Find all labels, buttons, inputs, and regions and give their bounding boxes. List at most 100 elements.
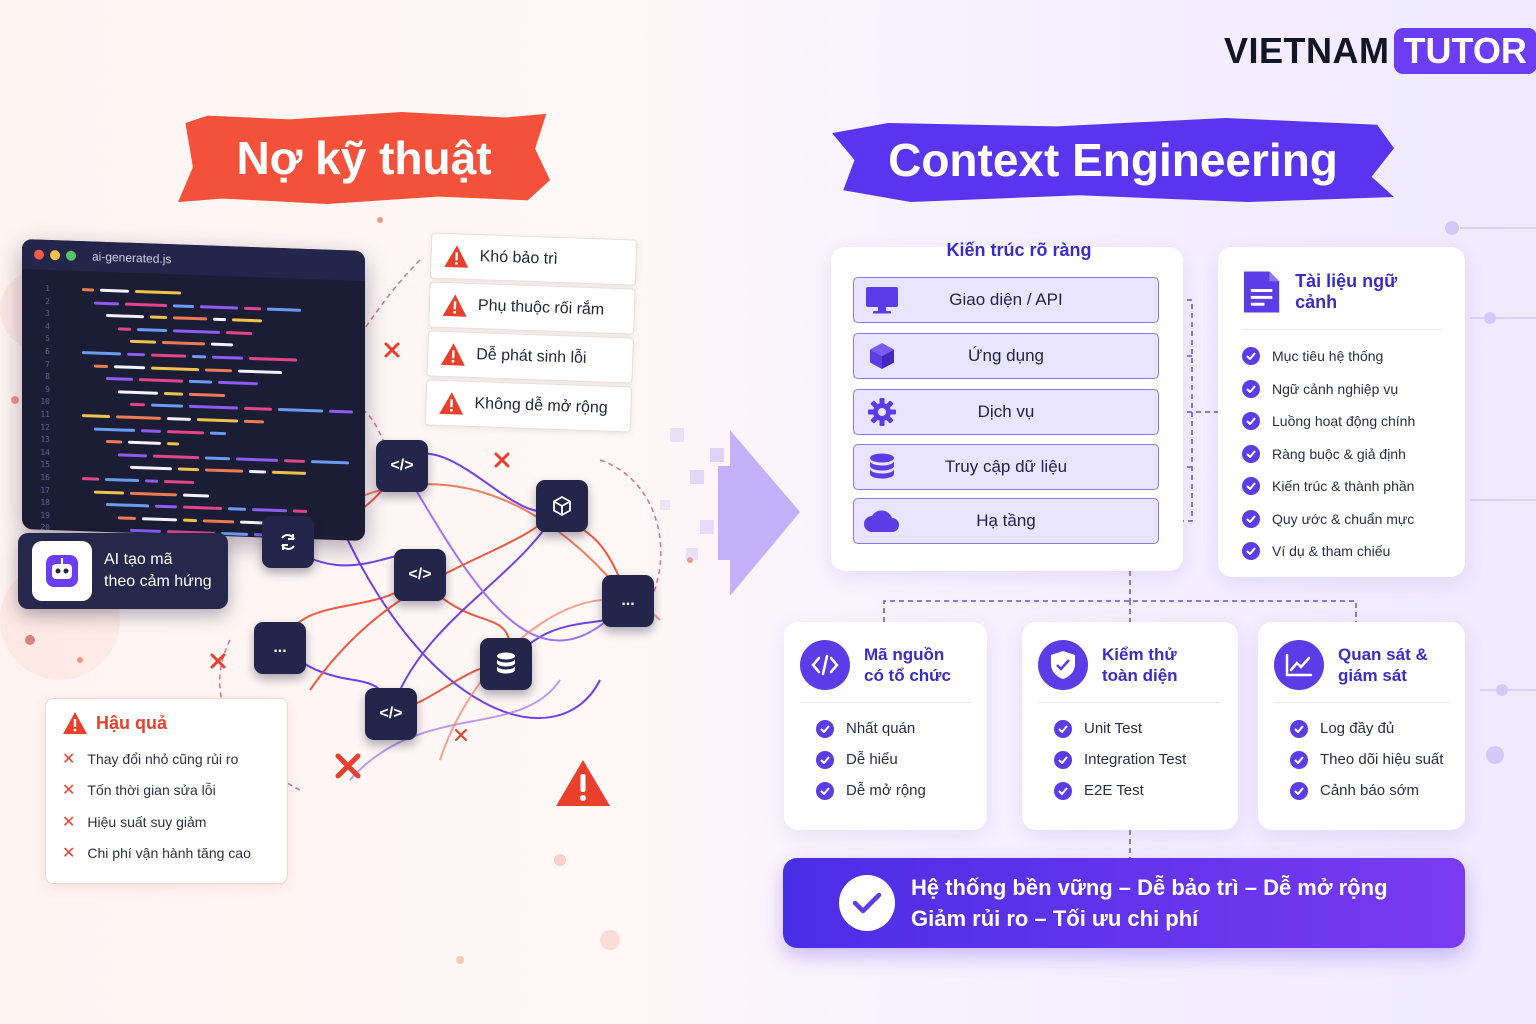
docs-item: Ràng buộc & giả định [1242, 438, 1441, 471]
ellipsis-node: ... [254, 622, 306, 674]
line-number: 12 [40, 422, 50, 432]
loop-node [262, 516, 314, 568]
warning-icon [440, 343, 465, 366]
warning-label: Khó bảo trì [479, 248, 559, 268]
check-icon [1290, 781, 1308, 800]
line-number: 17 [40, 485, 50, 495]
left-title: Nợ kỹ thuật [178, 112, 550, 204]
code-node: </> [394, 549, 446, 601]
database-icon [497, 652, 515, 674]
check-icon [1242, 509, 1260, 528]
logo-text-part2: TUTOR [1393, 28, 1536, 74]
line-number: 9 [45, 384, 50, 394]
warning-icon [63, 712, 87, 734]
cube-node [536, 480, 588, 532]
layer-label: Ứng dụng [968, 346, 1044, 365]
feature-item: Nhất quán [800, 713, 971, 744]
warning-item: Khó bảo trì [429, 232, 638, 286]
code-line: 13 [34, 435, 179, 449]
feature-item: Dễ mở rộng [800, 775, 971, 806]
cube-icon [553, 495, 571, 517]
layer-label: Truy cập dữ liệu [944, 457, 1068, 476]
layer-application: Ứng dụng [853, 333, 1159, 379]
line-number: 8 [45, 372, 50, 382]
x-icon: ✕ [62, 845, 76, 863]
warning-label: Không dễ mở rộng [474, 395, 609, 417]
layer-label: Hạ tầng [976, 511, 1036, 530]
x-icon: ✕ [62, 782, 76, 800]
docs-item-label: Ràng buộc & giả định [1272, 445, 1406, 462]
editor-filename: ai-generated.js [92, 249, 172, 267]
check-icon [1290, 719, 1308, 738]
gear-icon [868, 398, 896, 426]
code-line: 1 [34, 283, 181, 297]
check-icon [1290, 750, 1308, 769]
docs-item: Ví dụ & tham chiếu [1242, 535, 1441, 568]
feature-card-observability: Quan sát &giám sát Log đầy đủ Theo dõi h… [1258, 622, 1465, 830]
check-icon [1242, 412, 1260, 431]
close-dot-icon [34, 249, 44, 260]
monitor-icon [866, 287, 898, 314]
feature-item-label: Unit Test [1084, 720, 1143, 737]
code-node: </> [365, 688, 417, 740]
feature-item: Unit Test [1038, 713, 1222, 744]
layer-data-access: Truy cập dữ liệu [853, 444, 1159, 490]
ai-generated-card: AI tạo mã theo cảm hứng [18, 533, 228, 609]
line-number: 2 [45, 296, 50, 306]
line-number: 1 [45, 283, 50, 293]
refresh-icon [281, 534, 295, 550]
vietnamtutor-logo: VIETNAM TUTOR [1224, 28, 1536, 74]
cloud-icon [864, 510, 899, 532]
docs-item-label: Ngữ cảnh nghiệp vụ [1272, 380, 1399, 397]
feature-item-label: E2E Test [1084, 782, 1144, 799]
line-number: 4 [45, 321, 50, 331]
consequences-box: Hậu quả ✕Thay đổi nhỏ cũng rủi ro ✕Tốn t… [45, 698, 288, 884]
feature-title-line2: có tổ chức [864, 666, 951, 685]
docs-item-label: Kiến trúc & thành phần [1272, 478, 1415, 495]
maximize-dot-icon [66, 250, 76, 261]
chart-icon [1274, 640, 1324, 690]
line-number: 19 [40, 510, 50, 520]
code-icon [800, 640, 850, 690]
ellipsis-node: ... [602, 575, 654, 627]
warning-label: Phụ thuộc rối rắm [477, 297, 605, 319]
docs-title: Tài liệu ngữ cảnh [1295, 271, 1398, 312]
line-number: 6 [45, 346, 50, 356]
robot-icon [32, 541, 92, 601]
line-number: 14 [40, 447, 50, 457]
warnings-list: Khó bảo trì Phụ thuộc rối rắm Dễ phát si… [424, 232, 638, 435]
docs-item-label: Quy ước & chuẩn mực [1272, 510, 1415, 527]
check-icon [1242, 379, 1260, 398]
line-number: 3 [45, 309, 50, 319]
warning-icon [442, 294, 467, 317]
consequence-item: ✕Thay đổi nhỏ cũng rủi ro [62, 743, 271, 775]
line-number: 18 [40, 497, 50, 508]
feature-item-label: Integration Test [1084, 751, 1187, 768]
feature-item: Log đầy đủ [1274, 713, 1449, 744]
docs-item: Kiến trúc & thành phần [1242, 470, 1441, 503]
architecture-title: Kiến trúc rõ ràng [946, 240, 1092, 260]
line-number: 11 [40, 409, 50, 419]
ai-card-line2: theo cảm hứng [104, 573, 212, 590]
check-icon [1054, 781, 1072, 800]
feature-item-label: Dễ mở rộng [846, 782, 926, 799]
consequence-item: ✕Chi phí vận hành tăng cao [62, 838, 271, 870]
check-icon [816, 719, 834, 738]
consequence-label: Tốn thời gian sửa lỗi [87, 782, 216, 799]
line-number: 7 [45, 359, 50, 369]
feature-title-line2: toàn diện [1102, 666, 1178, 685]
check-icon [816, 750, 834, 769]
consequence-label: Hiệu suất suy giảm [87, 813, 207, 830]
docs-item-label: Luồng hoạt động chính [1272, 413, 1416, 430]
feature-title-line1: Quan sát & [1338, 645, 1428, 664]
layer-api: Giao diện / API [853, 277, 1159, 323]
docs-item: Quy ước & chuẩn mực [1242, 503, 1441, 536]
line-number: 15 [40, 460, 50, 470]
feature-item-label: Dễ hiểu [846, 751, 898, 768]
check-icon [1242, 444, 1260, 463]
check-icon [1242, 542, 1260, 561]
